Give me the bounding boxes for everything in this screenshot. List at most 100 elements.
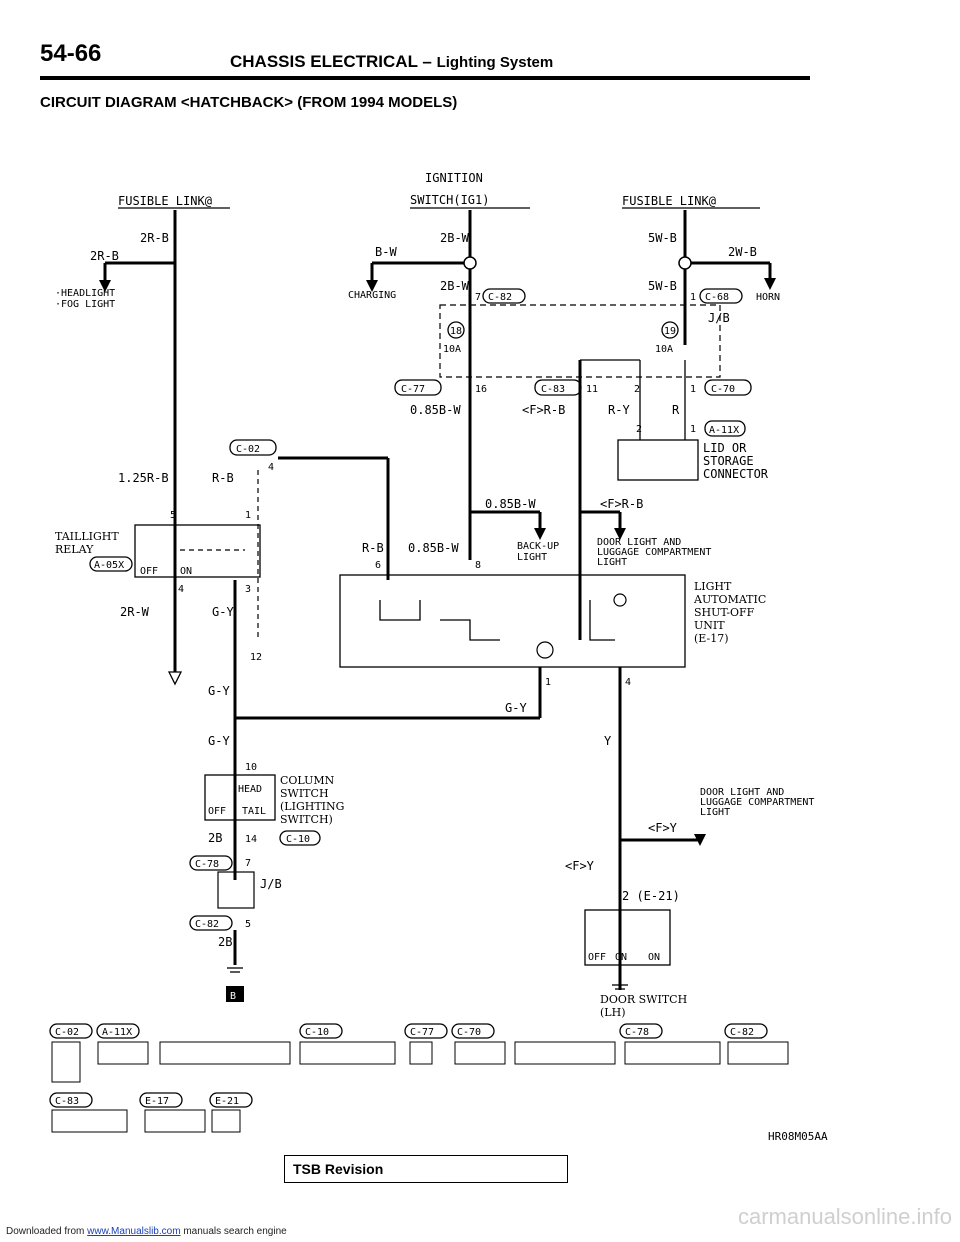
wire-f-y-2-label: <F>Y [565,859,595,873]
legend-c78-label: C-78 [625,1027,649,1038]
wire-f-y-label: <F>Y [648,821,678,835]
jb-bottom-box [217,871,255,909]
wire-2b-2-label: 2B [218,935,232,949]
column-label-4: SWITCH) [280,813,333,826]
wire-b-w-label: B-W [375,245,397,259]
column-label-2: SWITCH [280,787,329,800]
las-label-2: AUTOMATIC [693,593,766,606]
arrow-horn [764,278,776,290]
arrow-charging [366,280,378,292]
legend-e21 [209,1092,253,1108]
wire-085b-w-label-1: 0.85B-W [410,403,461,417]
legend-face-c83 [51,1109,128,1133]
arrow-backup [534,528,546,540]
c68-label: C-68 [705,292,729,303]
connector-c10 [279,830,321,846]
legend-c02 [49,1023,93,1039]
las-label-3: SHUT-OFF [694,606,755,619]
wire-r-b-label: R-B [212,471,234,485]
pin-2b-label: 2 [636,424,642,435]
arrow-door-light [614,528,626,540]
tsb-revision-label: TSB Revision [293,1161,384,1177]
fuse-10a-2-label: 10A [655,344,673,355]
pin-5-label: 5 [170,510,176,521]
connector-c78 [189,855,233,871]
lid-storage-connector-box [617,439,699,481]
door-light-label-3: LIGHT [597,557,627,568]
page-header: 54-66 CHASSIS ELECTRICAL – Lighting Syst… [40,40,810,84]
relay-box [134,524,261,578]
wire-2r-b-top-label: 2R-B [140,231,169,245]
c82-bottom-label: C-82 [195,919,219,930]
ground-b-marker [226,986,244,1002]
connector-label: CONNECTOR [703,467,769,481]
pin-6-label: 6 [375,560,381,571]
wire-2b-w-label-1: 2B-W [440,231,470,245]
c02-label: C-02 [236,444,260,455]
ignition-switch-label-1: IGNITION [425,171,483,185]
relay-label: RELAY [55,543,94,556]
door-light-label-1: DOOR LIGHT AND [597,537,681,548]
wire-g-y-label-4: G-Y [505,701,527,715]
legend-face-e21 [211,1109,241,1133]
fuse-10a-1-label: 10A [443,344,461,355]
ground-b-label: B [230,991,236,1002]
pin-4b-label: 4 [178,584,184,595]
legend-a11x-label: A-11X [102,1027,132,1038]
watermark: carmanualsonline.info [737,1204,952,1229]
connector-c68 [699,288,743,304]
c78-label: C-78 [195,859,219,870]
shut-off-unit-box [339,574,686,668]
legend-c83-label: C-83 [55,1096,79,1107]
head-label: HEAD [238,784,262,795]
wire-r-b-label-2: R-B [362,541,384,555]
connector-c02 [229,439,277,456]
arrow-door-light-b [694,834,706,846]
fuse-18-marker [447,321,465,339]
legend-face-c82a [624,1041,721,1065]
unit-transistor-1 [536,641,554,659]
pin-1c-label: 1 [690,424,696,435]
door-on-label-1: ON [615,952,627,963]
footer-prefix: Downloaded from [6,1226,85,1237]
las-label-1: LIGHT [694,580,732,593]
door-light-b-label-3: LIGHT [700,807,730,818]
legend-c82 [724,1023,768,1039]
tsb-revision-box: TSB Revision [284,1155,568,1183]
relay-off-label: OFF [140,566,158,577]
wire-5w-b-label-2: 5W-B [648,279,677,293]
pin-2-e21-label: 2 (E-21) [622,889,680,903]
pin-7b-label: 7 [245,858,251,869]
splice-right [678,256,692,270]
c10-label: C-10 [286,834,310,845]
legend-e17 [139,1092,183,1108]
las-label-4: UNIT [694,619,725,632]
connector-c82-top [482,288,526,304]
connector-c70 [704,379,752,396]
door-switch-box [584,909,671,966]
pin-5b-label: 5 [245,919,251,930]
legend-face-c78a [454,1041,506,1065]
legend-face-c02 [51,1041,81,1083]
pin-1d-label: 1 [245,510,251,521]
door-switch-label-2: (LH) [600,1006,625,1019]
legend-face-c78b [514,1041,616,1065]
door-off-label: OFF [588,952,606,963]
fusible-link-right-label: FUSIBLE LINK@ [622,194,716,208]
charging-label: CHARGING [348,290,396,301]
tail-label: TAIL [242,806,266,817]
pin-1a-label: 1 [690,292,696,303]
diagram-code: HR08M05AA [768,1130,828,1143]
arrow-headlight [99,280,111,292]
connector-c77 [394,379,442,396]
fuse-19-marker [661,321,679,339]
legend-c77-label: C-77 [410,1027,434,1038]
legend-c70-label: C-70 [457,1027,481,1038]
legend-face-a11x [97,1041,149,1065]
wire-2b-label: 2B [208,831,222,845]
footer-link[interactable]: www.Manualslib.com [87,1226,181,1237]
legend-c77 [404,1023,448,1039]
wire-2b-w-label-2: 2B-W [440,279,470,293]
door-light-b-label-1: DOOR LIGHT AND [700,787,784,798]
connector-a11x [704,420,746,437]
